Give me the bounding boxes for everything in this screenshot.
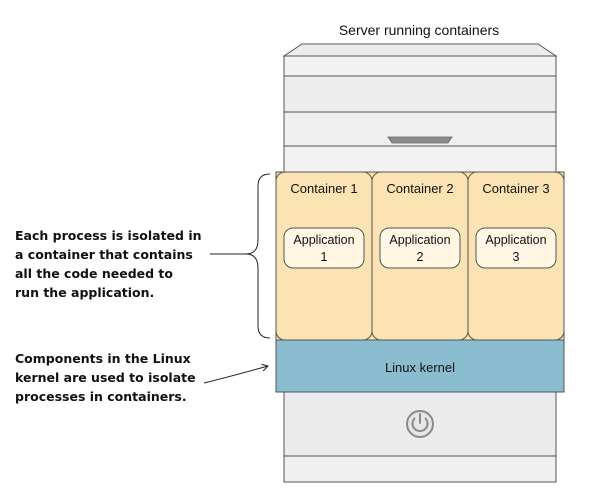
annotation-line: Components in the Linux: [15, 351, 191, 366]
annotation-line: Each process is isolated in: [15, 228, 202, 243]
application-box: [379, 227, 461, 269]
kernel-arrow: [203, 366, 268, 384]
linux-kernel-band: [275, 339, 565, 393]
server-slot: [387, 136, 453, 144]
server-bay-2: [283, 75, 557, 113]
container-3: Container 3 Application 3: [467, 171, 565, 341]
process-isolation-annotation: Each process is isolated in a container …: [15, 228, 202, 300]
linux-kernel-label: Linux kernel: [385, 360, 455, 375]
server-title: Server running containers: [339, 22, 499, 38]
application-box: [475, 227, 557, 269]
application-number: 1: [321, 250, 328, 264]
application-label: Application: [293, 233, 354, 247]
kernel-components-annotation: Components in the Linux kernel are used …: [15, 351, 196, 404]
server-foot: [283, 455, 557, 483]
container-label: Container 1: [290, 181, 357, 196]
container-2: Container 2 Application 2: [371, 171, 469, 341]
container-1: Container 1 Application 1: [275, 171, 373, 341]
curly-brace: [245, 173, 271, 339]
container-label: Container 2: [386, 181, 453, 196]
application-label: Application: [485, 233, 546, 247]
server-bay-4: [283, 145, 557, 173]
application-box: [283, 227, 365, 269]
annotation-line: kernel are used to isolate: [15, 370, 196, 385]
application-label: Application: [389, 233, 450, 247]
annotation-line: run the application.: [15, 285, 154, 300]
server-bay-1: [283, 55, 557, 77]
power-icon[interactable]: [406, 410, 434, 438]
annotation-line: a container that contains: [15, 247, 193, 262]
annotation-line: all the code needed to: [15, 266, 173, 281]
container-label: Container 3: [482, 181, 549, 196]
annotation-line: processes in containers.: [15, 389, 187, 404]
application-number: 2: [417, 250, 424, 264]
application-number: 3: [513, 250, 520, 264]
server-top-cap: [282, 43, 558, 57]
